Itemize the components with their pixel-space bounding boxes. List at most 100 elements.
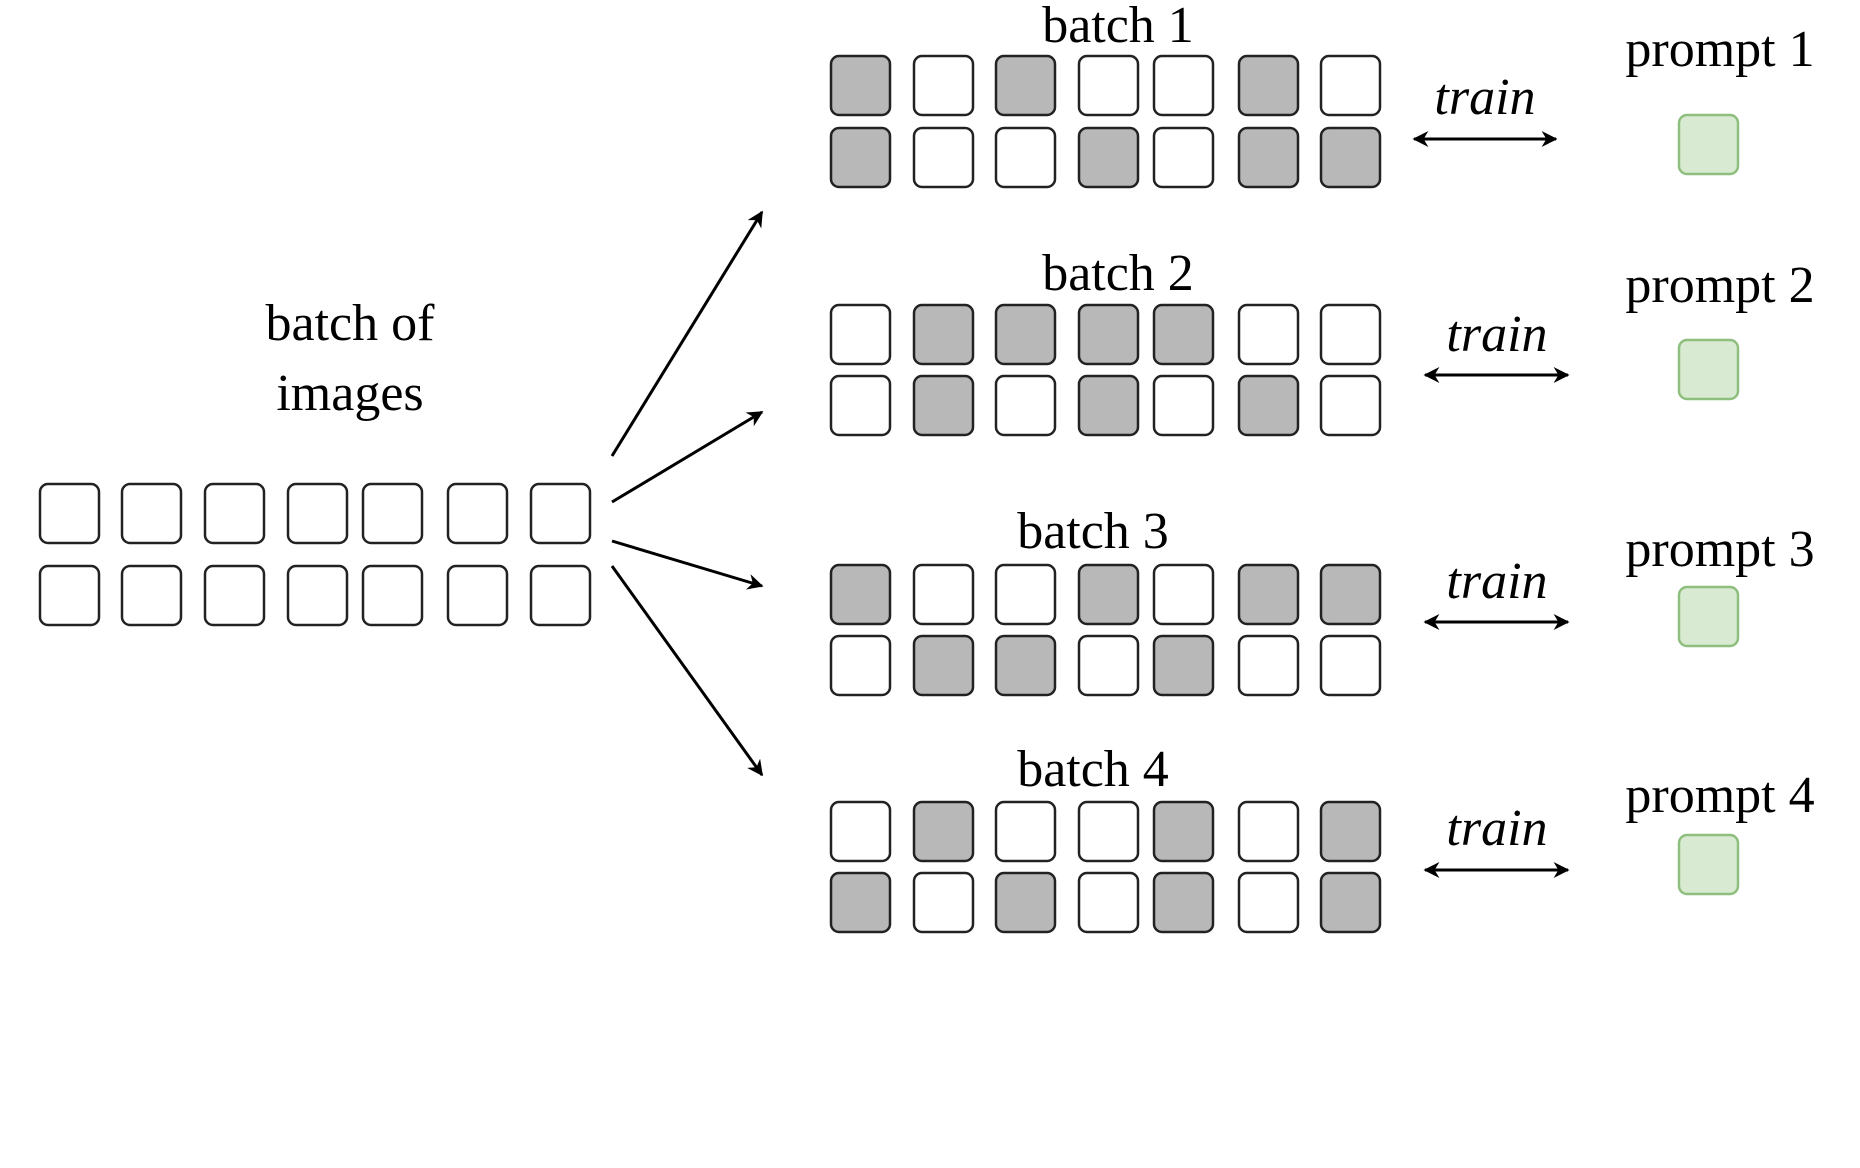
train-label: train <box>1434 69 1535 126</box>
image-cell-selected <box>829 871 892 934</box>
image-cell <box>529 564 592 627</box>
image-cell-selected <box>1077 126 1140 189</box>
image-cell-selected <box>829 54 892 117</box>
image-cell-selected <box>829 126 892 189</box>
image-cell <box>1237 800 1300 863</box>
train-label: train <box>1446 800 1547 857</box>
image-cell-selected <box>1152 871 1215 934</box>
batch-4: batch 4 train prompt 4 <box>829 741 1815 934</box>
source-label-line2: images <box>276 365 423 422</box>
split-arrow-batch-3 <box>611 539 764 590</box>
prompt-token <box>1677 585 1740 648</box>
image-cell <box>994 126 1057 189</box>
image-cell <box>829 800 892 863</box>
image-cell <box>361 564 424 627</box>
image-cell <box>1077 54 1140 117</box>
image-cell <box>1237 634 1300 697</box>
image-cell <box>829 374 892 437</box>
image-cell <box>1152 54 1215 117</box>
image-cell-selected <box>1077 563 1140 626</box>
image-cell <box>38 482 101 545</box>
image-cell <box>286 564 349 627</box>
source-image-grid <box>38 482 592 627</box>
batch-label: batch 3 <box>1017 503 1169 560</box>
image-cell-selected <box>912 634 975 697</box>
image-cell <box>1319 634 1382 697</box>
batch-label: batch 4 <box>1017 741 1169 798</box>
split-arrow-batch-2 <box>611 410 764 504</box>
image-cell <box>120 482 183 545</box>
image-cell-selected <box>994 54 1057 117</box>
batch-image-grid <box>829 303 1382 437</box>
image-cell-selected <box>1319 126 1382 189</box>
image-cell <box>994 563 1057 626</box>
prompt-label: prompt 2 <box>1625 257 1814 314</box>
batch-image-grid <box>829 800 1382 934</box>
image-cell-selected <box>912 374 975 437</box>
batch-label: batch 2 <box>1042 245 1194 302</box>
image-cell <box>203 564 266 627</box>
image-cell <box>994 800 1057 863</box>
image-cell <box>1319 374 1382 437</box>
image-cell <box>912 126 975 189</box>
image-cell <box>203 482 266 545</box>
batch-2: batch 2 train prompt 2 <box>829 245 1815 437</box>
image-cell <box>120 564 183 627</box>
image-cell-selected <box>912 303 975 366</box>
image-cell <box>446 564 509 627</box>
image-cell <box>1077 634 1140 697</box>
image-cell <box>446 482 509 545</box>
image-cell <box>829 303 892 366</box>
image-cell <box>994 374 1057 437</box>
image-cell <box>912 54 975 117</box>
image-cell <box>1077 871 1140 934</box>
image-cell-selected <box>1237 54 1300 117</box>
prompt-label: prompt 1 <box>1625 21 1814 78</box>
prompt-label: prompt 4 <box>1625 767 1814 824</box>
image-cell <box>1077 800 1140 863</box>
split-arrows <box>610 210 764 777</box>
image-cell <box>38 564 101 627</box>
image-cell-selected <box>1077 374 1140 437</box>
image-cell <box>1152 126 1215 189</box>
image-cell-selected <box>1319 563 1382 626</box>
image-cell <box>1152 563 1215 626</box>
prompt-token <box>1677 113 1740 176</box>
prompt-token <box>1677 833 1740 896</box>
image-cell-selected <box>1237 374 1300 437</box>
batch-1: batch 1 train prompt 1 <box>829 0 1815 189</box>
batch-image-grid <box>829 54 1382 189</box>
split-arrow-batch-1 <box>610 210 764 457</box>
image-cell-selected <box>1152 800 1215 863</box>
train-label: train <box>1446 306 1547 363</box>
batch-3: batch 3 train prompt 3 <box>829 503 1815 697</box>
image-cell <box>1152 374 1215 437</box>
prompt-label: prompt 3 <box>1625 521 1814 578</box>
prompt-token <box>1677 338 1740 401</box>
batch-image-grid <box>829 563 1382 697</box>
image-cell <box>912 871 975 934</box>
image-cell <box>361 482 424 545</box>
image-cell <box>1237 303 1300 366</box>
image-cell <box>1319 54 1382 117</box>
batch-label: batch 1 <box>1042 0 1194 54</box>
image-cell <box>912 563 975 626</box>
image-cell <box>1319 303 1382 366</box>
split-arrow-batch-4 <box>610 565 764 777</box>
image-cell-selected <box>1077 303 1140 366</box>
image-cell-selected <box>1319 871 1382 934</box>
image-cell-selected <box>1237 126 1300 189</box>
image-cell-selected <box>1152 303 1215 366</box>
image-cell <box>1237 871 1300 934</box>
train-label: train <box>1446 553 1547 610</box>
image-cell-selected <box>829 563 892 626</box>
image-cell-selected <box>994 871 1057 934</box>
source-label-line1: batch of <box>266 295 436 352</box>
image-cell-selected <box>994 303 1057 366</box>
image-cell-selected <box>912 800 975 863</box>
image-cell <box>286 482 349 545</box>
image-cell-selected <box>1237 563 1300 626</box>
image-cell-selected <box>1152 634 1215 697</box>
image-cell <box>829 634 892 697</box>
